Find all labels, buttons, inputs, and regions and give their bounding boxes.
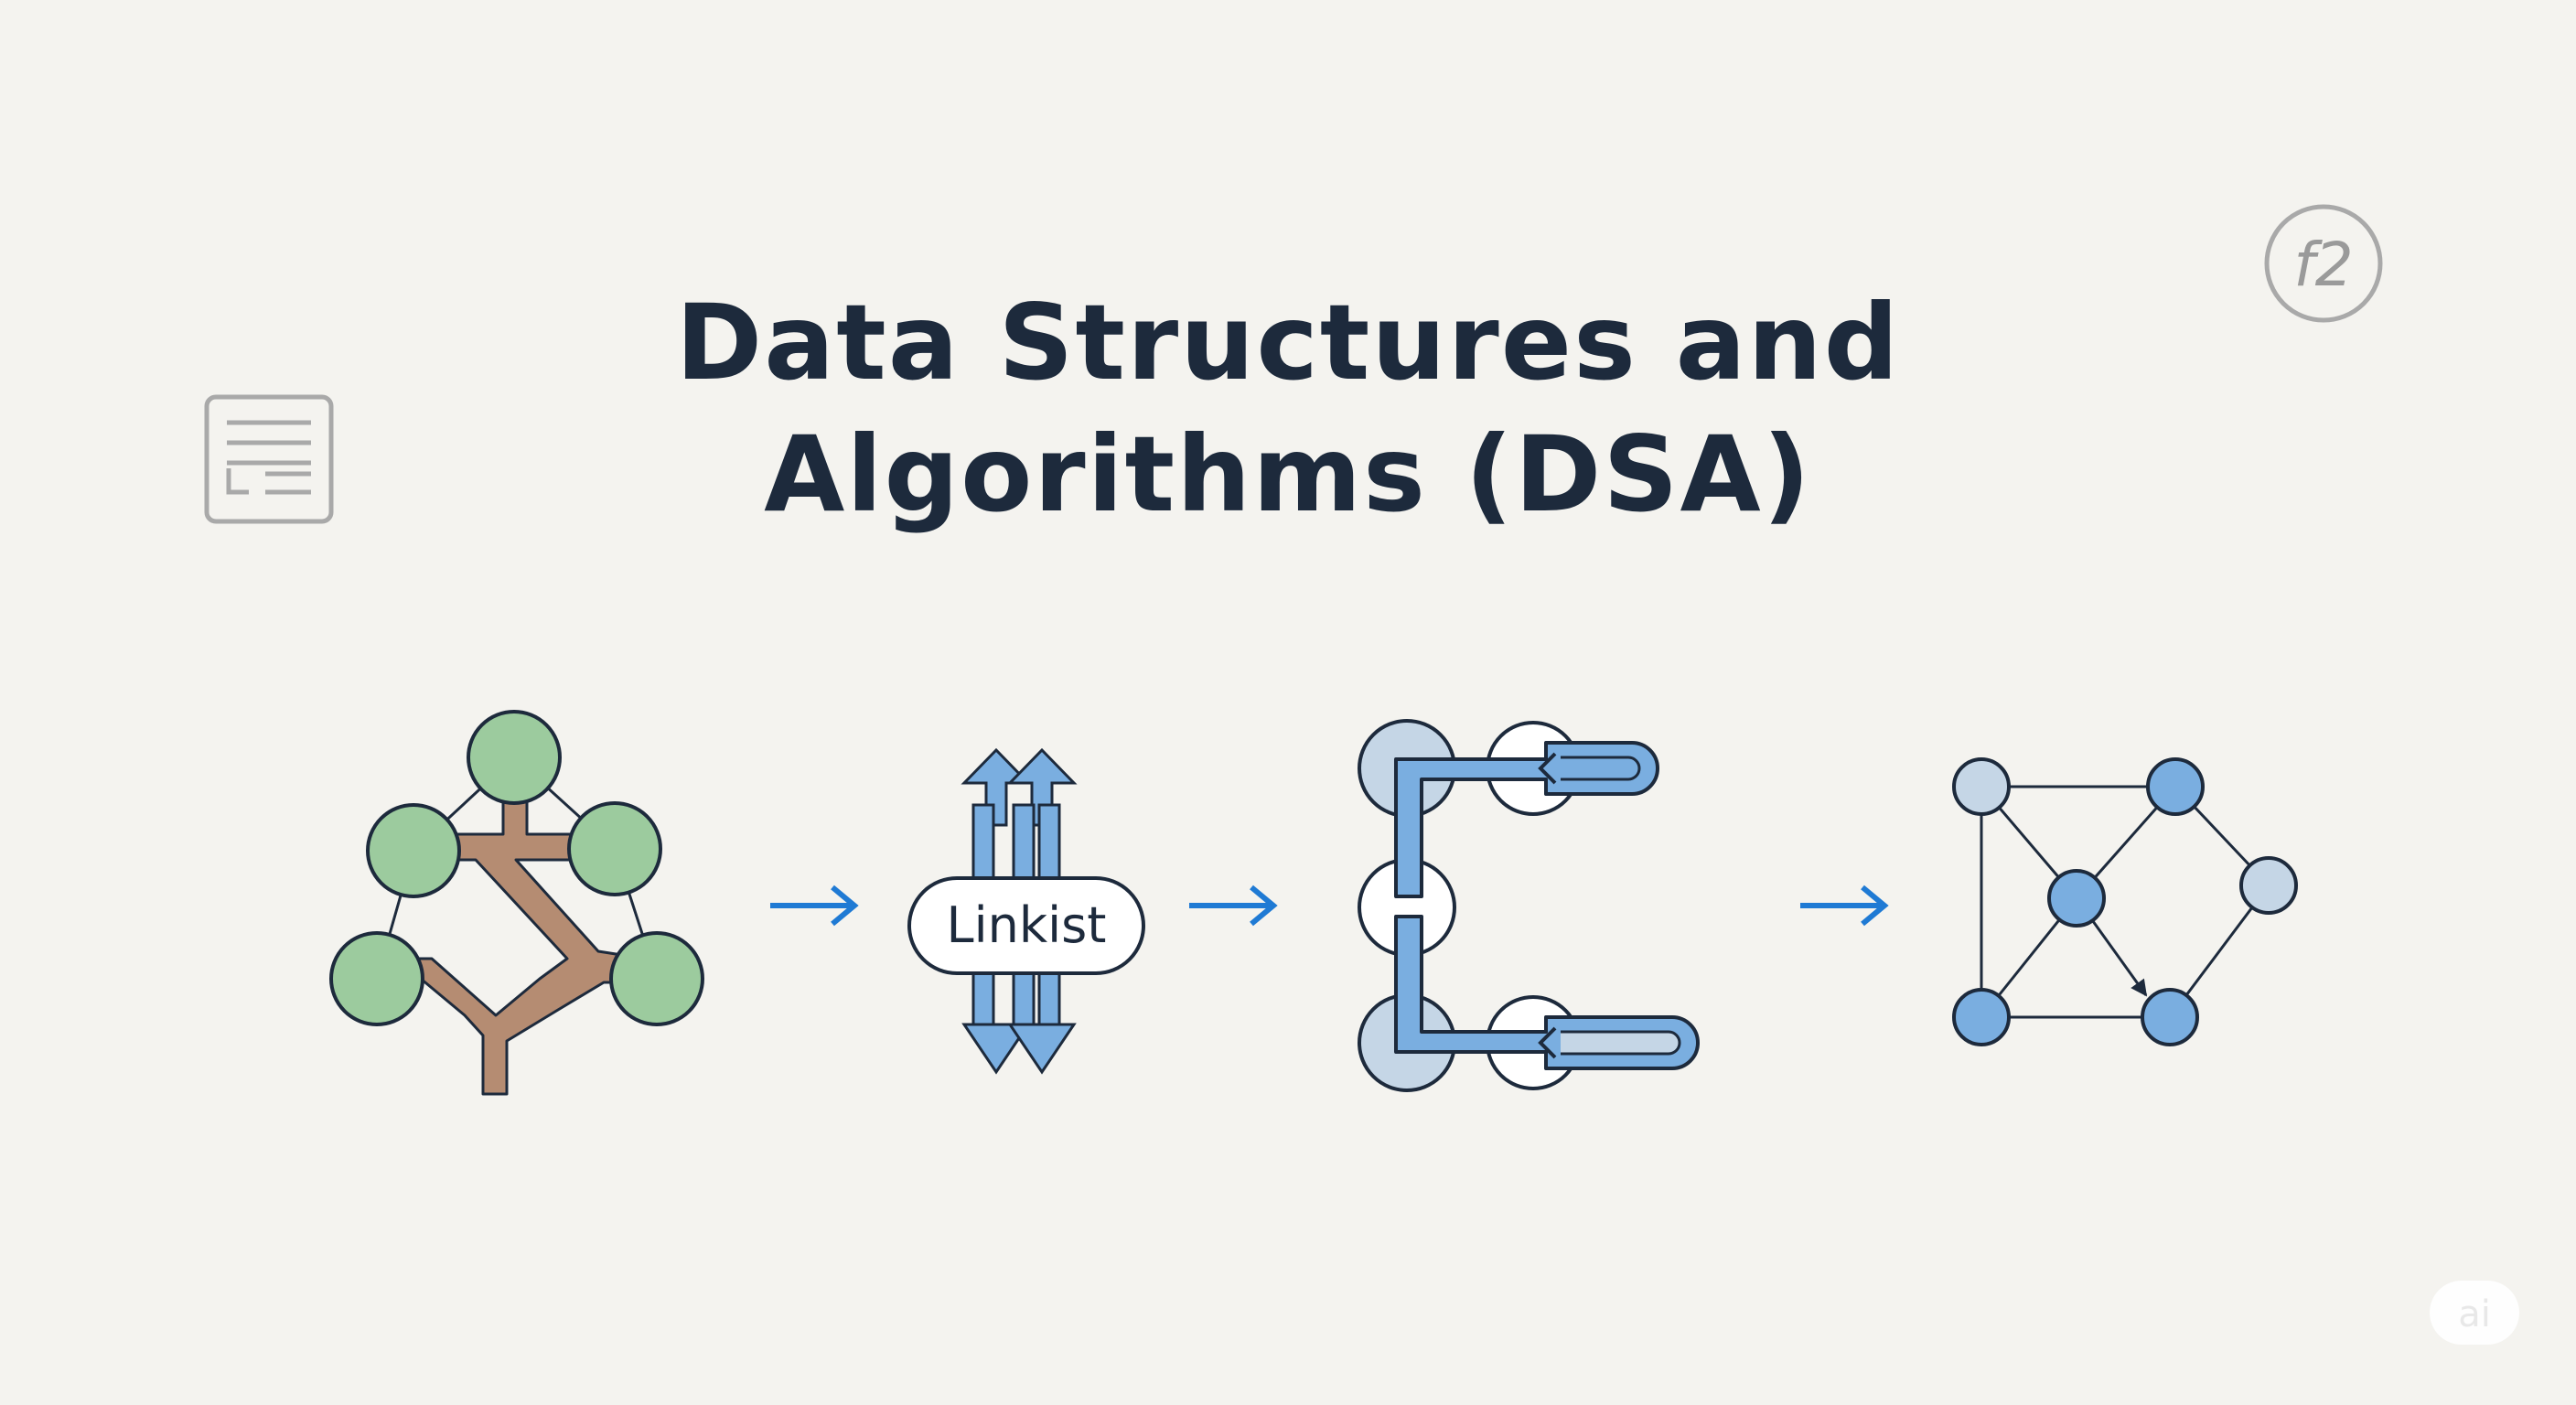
arrow-right-icon (1189, 885, 1278, 927)
linked-list-label: Linkist (947, 896, 1107, 954)
page-title-line-1: Data Structures and (675, 282, 1901, 403)
tree-node (467, 710, 562, 805)
document-icon (204, 394, 334, 524)
stack-queue-icon (1358, 719, 1700, 1092)
f2-badge-text: f2 (2293, 230, 2353, 300)
graph-node (2146, 757, 2205, 816)
tree-node (567, 801, 662, 896)
page-title-line-2: Algorithms (DSA) (764, 413, 1812, 535)
graph-node (1952, 988, 2011, 1046)
linked-list-label-box (907, 876, 1145, 975)
tree-icon (329, 710, 704, 1096)
graph-node (1952, 757, 2011, 816)
graph-node (2047, 869, 2106, 928)
tree-node (366, 803, 461, 898)
graph-node (2239, 856, 2298, 915)
ai-watermark-text: ai (2458, 1293, 2491, 1335)
linked-list-icon: Linkist (907, 747, 1145, 1075)
f2-badge-icon: f2 (2264, 204, 2383, 323)
graph-icon (1952, 757, 2298, 1046)
graph-node (2141, 988, 2199, 1046)
tree-node (609, 931, 704, 1026)
arrow-right-icon (770, 885, 859, 927)
tree-node (329, 931, 424, 1026)
arrow-right-icon (1800, 885, 1889, 927)
ai-watermark: ai (2430, 1281, 2519, 1345)
